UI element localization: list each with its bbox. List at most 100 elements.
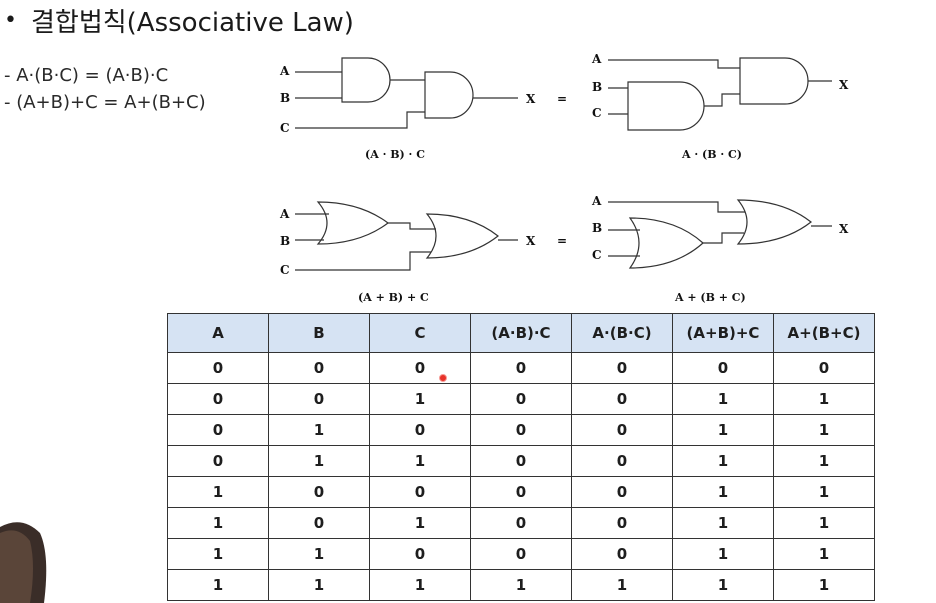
truth-table: A B C (A·B)·C A·(B·C) (A+B)+C A+(B+C) 0 … <box>167 313 875 601</box>
table-cell: 1 <box>773 476 875 508</box>
caption-or-right: A + (B + C) <box>674 291 746 304</box>
input-label-c: C <box>592 248 602 262</box>
pointer-cursor-icon <box>439 374 447 382</box>
table-cell: 1 <box>268 538 370 570</box>
caption-or-left: (A + B) + C <box>358 291 429 304</box>
output-label-x: X <box>839 78 849 92</box>
table-cell: 0 <box>369 476 471 508</box>
table-cell: 0 <box>470 507 572 539</box>
presenter-shoulder <box>0 522 47 603</box>
table-cell: 0 <box>470 352 572 384</box>
table-cell: 0 <box>268 476 370 508</box>
caption-and-left: (A · B) · C <box>365 148 425 161</box>
table-row: 0 1 0 0 0 1 1 <box>167 414 875 446</box>
column-header-a-plus-b-plus-c: (A+B)+C <box>672 313 774 353</box>
and-equation: - A·(B·C) = (A·B)·C <box>4 65 169 86</box>
table-cell: 0 <box>571 507 673 539</box>
table-cell: 1 <box>672 538 774 570</box>
input-label-c: C <box>280 263 290 277</box>
table-cell: 1 <box>369 569 471 601</box>
and-gate-1 <box>341 57 391 103</box>
law-equations: - A·(B·C) = (A·B)·C - (A+B)+C = A+(B+C) <box>4 62 206 116</box>
table-cell: 0 <box>167 383 269 415</box>
caption-and-right: A · (B · C) <box>681 148 742 161</box>
table-cell: 1 <box>167 569 269 601</box>
table-row: 1 0 0 0 0 1 1 <box>167 476 875 508</box>
column-header-ab-c: (A·B)·C <box>470 313 572 353</box>
table-cell: 0 <box>571 476 673 508</box>
table-cell: 0 <box>470 445 572 477</box>
table-cell: 1 <box>672 507 774 539</box>
table-cell: 1 <box>369 507 471 539</box>
table-cell: 0 <box>268 507 370 539</box>
table-cell: 0 <box>571 538 673 570</box>
table-row: 0 0 1 0 0 1 1 <box>167 383 875 415</box>
table-row: 1 1 0 0 0 1 1 <box>167 538 875 570</box>
input-label-a: A <box>591 52 602 66</box>
output-label-x: X <box>526 234 536 248</box>
table-cell: 1 <box>773 414 875 446</box>
or-gate-4 <box>736 199 812 245</box>
table-cell: 1 <box>369 445 471 477</box>
table-cell: 1 <box>672 383 774 415</box>
table-cell: 0 <box>470 476 572 508</box>
table-cell: 0 <box>571 445 673 477</box>
table-cell: 1 <box>773 507 875 539</box>
input-label-a: A <box>279 64 290 78</box>
table-cell: 1 <box>773 383 875 415</box>
table-cell: 0 <box>167 414 269 446</box>
table-cell: 1 <box>672 476 774 508</box>
column-header-c: C <box>369 313 471 353</box>
table-cell: 1 <box>773 538 875 570</box>
table-row: 1 1 1 1 1 1 1 <box>167 569 875 601</box>
input-label-a: A <box>279 207 290 221</box>
table-cell: 0 <box>571 414 673 446</box>
table-cell: 0 <box>167 445 269 477</box>
table-cell: 1 <box>268 414 370 446</box>
table-cell: 0 <box>369 538 471 570</box>
or-equation: - (A+B)+C = A+(B+C) <box>4 92 206 113</box>
table-cell: 1 <box>672 445 774 477</box>
input-label-b: B <box>592 221 602 235</box>
table-cell: 0 <box>571 383 673 415</box>
table-cell: 0 <box>167 352 269 384</box>
or-gate-2 <box>425 213 499 259</box>
table-cell: 1 <box>672 569 774 601</box>
input-label-b: B <box>280 234 290 248</box>
table-cell: 0 <box>672 352 774 384</box>
table-cell: 1 <box>268 445 370 477</box>
table-cell: 0 <box>268 352 370 384</box>
column-header-b: B <box>268 313 370 353</box>
column-header-a-plus-b-plus-c-2: A+(B+C) <box>773 313 875 353</box>
table-cell: 1 <box>369 383 471 415</box>
table-cell: 1 <box>773 569 875 601</box>
table-row: 0 0 0 0 0 0 0 <box>167 352 875 384</box>
logic-gate-diagram: A B C X = (A · B) · C A B C X A · (B · C… <box>279 52 849 304</box>
table-row: 1 0 1 0 0 1 1 <box>167 507 875 539</box>
input-label-a: A <box>591 194 602 208</box>
table-cell: 0 <box>470 538 572 570</box>
table-cell: 0 <box>470 414 572 446</box>
column-header-a-bc: A·(B·C) <box>571 313 673 353</box>
table-cell: 1 <box>268 569 370 601</box>
table-cell: 1 <box>773 445 875 477</box>
table-cell: 1 <box>167 507 269 539</box>
table-cell: 0 <box>369 352 471 384</box>
and-gate-2 <box>424 71 474 119</box>
or-gate-1 <box>316 201 390 245</box>
table-cell: 1 <box>167 476 269 508</box>
equals-sign: = <box>557 234 567 248</box>
slide-heading: • 결합법칙(Associative Law) <box>4 2 354 38</box>
input-label-c: C <box>592 106 602 120</box>
table-cell: 1 <box>571 569 673 601</box>
output-label-x: X <box>839 222 849 236</box>
input-label-b: B <box>280 91 290 105</box>
input-label-c: C <box>280 121 290 135</box>
and-gate-3 <box>627 81 705 131</box>
and-gate-4 <box>739 57 809 105</box>
table-header-row: A B C (A·B)·C A·(B·C) (A+B)+C A+(B+C) <box>167 313 875 353</box>
input-label-b: B <box>592 80 602 94</box>
column-header-a: A <box>167 313 269 353</box>
slide-title: 결합법칙(Associative Law) <box>30 7 354 38</box>
table-cell: 0 <box>268 383 370 415</box>
